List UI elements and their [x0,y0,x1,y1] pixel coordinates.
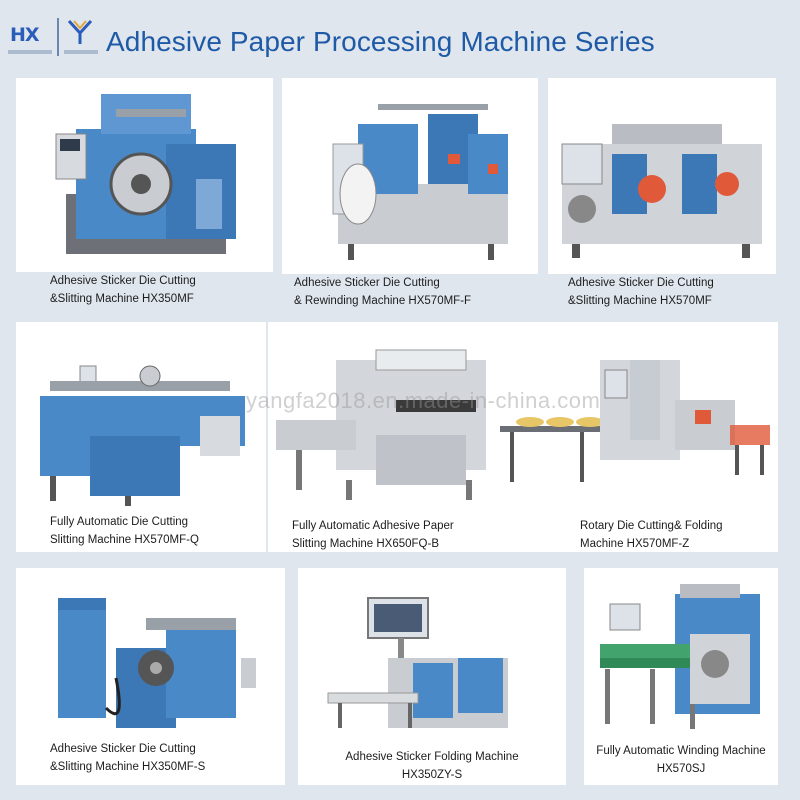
product-caption-line: HX350ZY-S [401,769,463,781]
product-caption-line: Slitting Machine HX650FQ-B [292,538,440,550]
product-card[interactable]: Adhesive Sticker Die Cutting &Slitting M… [16,78,273,305]
hx-logo-icon: HX [10,24,40,46]
product-caption: Adhesive Sticker Folding Machine HX350ZY… [302,748,562,784]
product-caption-line: & Rewinding Machine HX570MF-F [294,295,472,307]
product-card[interactable]: Rotary Die Cutting& Folding Machine HX57… [496,322,778,552]
product-caption: Adhesive Sticker Die Cutting &Slitting M… [568,274,714,310]
machine-illustration [500,360,770,482]
machine-illustration [58,598,256,728]
product-caption-line: Fully Automatic Winding Machine [596,745,766,757]
product-card[interactable]: Fully Automatic Winding Machine HX570SJ [584,568,778,785]
logo-subtext-bar [8,50,52,54]
product-caption-line: Fully Automatic Adhesive Paper [292,520,454,532]
product-caption: Fully Automatic Winding Machine HX570SJ [580,742,782,778]
product-card[interactable]: Adhesive Sticker Die Cutting & Rewinding… [282,78,538,307]
product-caption-line: Machine HX570MF-Z [580,538,690,550]
logo-divider [57,18,59,56]
product-caption-line: Adhesive Sticker Die Cutting [50,743,196,755]
product-caption-line: Slitting Machine HX570MF-Q [50,534,199,546]
product-caption: Fully Automatic Die Cutting Slitting Mac… [50,513,199,549]
product-card[interactable]: Fully Automatic Adhesive Paper Slitting … [268,322,504,552]
machine-illustration [332,104,508,260]
page-title: Adhesive Paper Processing Machine Series [106,26,655,57]
machine-illustration [561,124,762,258]
product-card[interactable]: Adhesive Sticker Die Cutting &Slitting M… [548,78,776,307]
product-caption-line: Rotary Die Cutting& Folding [580,520,723,532]
product-caption: Adhesive Sticker Die Cutting & Rewinding… [294,274,471,310]
product-caption-line: &Slitting Machine HX350MF-S [50,761,206,773]
product-caption-line: HX570SJ [656,763,706,775]
product-caption-line: &Slitting Machine HX350MF [50,293,194,305]
product-caption-line: Adhesive Sticker Die Cutting [50,275,196,287]
product-caption-line: Fully Automatic Die Cutting [50,516,189,528]
product-caption-line: Adhesive Sticker Folding Machine [345,751,519,763]
machine-illustration [327,597,508,728]
header: HX Adhesive Paper Processing Machine Ser… [0,0,800,78]
watermark: yangfa2018.en.made-in-china.com [246,388,601,413]
product-caption: Adhesive Sticker Die Cutting &Slitting M… [50,740,205,776]
product-caption: Rotary Die Cutting& Folding Machine HX57… [580,517,723,553]
product-card[interactable]: Fully Automatic Die Cutting Slitting Mac… [16,322,266,552]
product-caption: Fully Automatic Adhesive Paper Slitting … [292,517,454,553]
product-card[interactable]: Adhesive Sticker Folding Machine HX350ZY… [298,568,566,785]
yangfa-logo-icon [67,19,93,44]
product-card[interactable]: Adhesive Sticker Die Cutting &Slitting M… [16,568,285,785]
product-caption: Adhesive Sticker Die Cutting &Slitting M… [50,272,196,308]
machine-illustration [276,349,486,500]
product-caption-line: Adhesive Sticker Die Cutting [294,277,440,289]
machine-illustration [600,584,760,729]
product-caption-line: &Slitting Machine HX570MF [568,295,712,307]
machine-illustration [55,94,236,254]
machine-illustration [40,365,245,506]
logo-subtext-bar [64,50,98,54]
product-caption-line: Adhesive Sticker Die Cutting [568,277,714,289]
